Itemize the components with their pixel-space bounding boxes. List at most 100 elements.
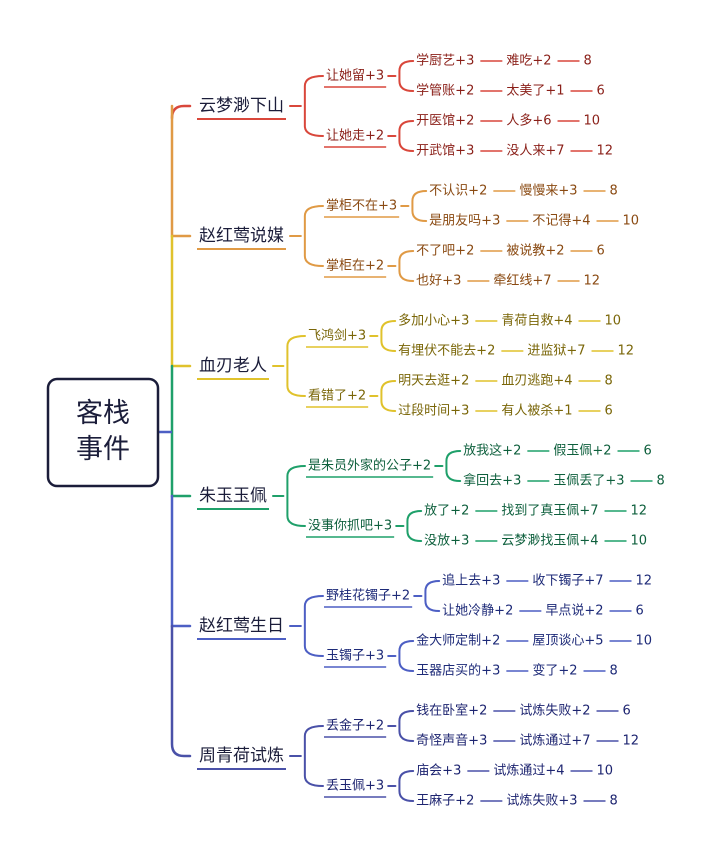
choice-label: 学厨艺+3 xyxy=(416,53,474,69)
score-value: 6 xyxy=(597,244,605,259)
choice-label: 多加小心+3 xyxy=(398,313,469,329)
sub-option-bracket xyxy=(387,250,415,282)
choice-label: 不认识+2 xyxy=(429,184,487,199)
choice-label: 过段时间+3 xyxy=(398,404,469,419)
outcome-label: 没人来+7 xyxy=(506,144,564,159)
outcome-label: 变了+2 xyxy=(532,663,577,679)
outcome-label: 进监狱+7 xyxy=(527,344,585,359)
choice-label: 奇怪声音+3 xyxy=(416,733,487,749)
branch-connector xyxy=(170,624,192,758)
choice-label: 放我这+2 xyxy=(463,443,521,459)
choice-label: 追上去+3 xyxy=(442,573,500,589)
sub-option-label: 野桂花镯子+2 xyxy=(326,588,410,604)
choice-label: 拿回去+3 xyxy=(463,473,521,489)
outcome-label: 早点说+2 xyxy=(545,604,603,619)
score-value: 8 xyxy=(610,184,618,199)
score-value: 6 xyxy=(644,444,652,459)
branch-label: 赵红莺生日 xyxy=(199,616,284,636)
sub-option-bracket xyxy=(387,60,415,92)
sub-option-label: 飞鸿剑+3 xyxy=(308,328,366,344)
outcome-label: 人多+6 xyxy=(506,113,551,129)
sub-option-label: 丢金子+2 xyxy=(326,718,384,734)
score-value: 10 xyxy=(584,114,601,129)
choice-label: 让她冷静+2 xyxy=(442,604,513,619)
score-value: 6 xyxy=(597,84,605,99)
outcome-label: 被说教+2 xyxy=(506,243,564,259)
choice-label: 没放+3 xyxy=(424,534,469,549)
choice-label: 学管账+2 xyxy=(416,83,474,99)
branch-connector xyxy=(170,494,192,628)
choice-label: 王麻子+2 xyxy=(416,794,474,809)
branch-connector xyxy=(170,104,192,238)
sub-option-label: 掌柜在+2 xyxy=(326,259,384,274)
branch-bracket xyxy=(289,725,324,787)
sub-option-bracket xyxy=(387,710,415,742)
branch-bracket xyxy=(272,335,306,397)
branch-label: 周青荷试炼 xyxy=(199,746,284,766)
root-node-line2: 事件 xyxy=(76,434,130,465)
sub-option-bracket xyxy=(369,380,397,412)
choice-label: 是朋友吗+3 xyxy=(429,213,500,229)
outcome-label: 不记得+4 xyxy=(532,213,590,229)
score-value: 10 xyxy=(631,534,648,549)
branch-bracket xyxy=(272,465,306,527)
sub-option-bracket xyxy=(400,190,428,222)
branch-connector xyxy=(170,234,192,368)
score-value: 12 xyxy=(618,344,635,359)
outcome-label: 云梦渺找玉佩+4 xyxy=(501,534,598,549)
outcome-label: 收下镯子+7 xyxy=(532,574,603,589)
score-value: 12 xyxy=(636,574,653,589)
choice-label: 也好+3 xyxy=(416,274,461,289)
choice-label: 玉器店买的+3 xyxy=(416,663,500,679)
sub-option-bracket xyxy=(395,510,423,542)
score-value: 12 xyxy=(584,274,601,289)
score-value: 10 xyxy=(605,314,622,329)
outcome-label: 太美了+1 xyxy=(506,84,564,99)
sub-option-label: 玉镯子+3 xyxy=(326,649,384,664)
sub-option-label: 是朱员外家的公子+2 xyxy=(308,458,431,474)
sub-option-bracket xyxy=(369,320,397,352)
score-value: 10 xyxy=(636,634,653,649)
outcome-label: 假玉佩+2 xyxy=(553,444,611,459)
choice-label: 放了+2 xyxy=(424,504,469,519)
sub-option-bracket xyxy=(434,450,462,482)
outcome-label: 血刃逃跑+4 xyxy=(501,374,572,389)
choice-label: 有埋伏不能去+2 xyxy=(398,344,495,359)
score-value: 6 xyxy=(605,404,613,419)
branch-label: 云梦渺下山 xyxy=(199,96,284,116)
choice-label: 明天去逛+2 xyxy=(398,374,469,389)
branch-bracket xyxy=(289,75,324,137)
branch-bracket xyxy=(289,595,324,657)
score-value: 8 xyxy=(610,664,618,679)
sub-option-label: 看错了+2 xyxy=(308,388,366,404)
outcome-label: 青荷自救+4 xyxy=(501,313,572,329)
branch-label: 赵红莺说媒 xyxy=(199,226,284,246)
branch-label: 朱玉玉佩 xyxy=(199,486,267,506)
sub-option-bracket xyxy=(413,580,441,612)
outcome-label: 牵红线+7 xyxy=(493,273,551,289)
sub-option-label: 让她留+3 xyxy=(326,69,384,84)
score-value: 10 xyxy=(623,214,640,229)
score-value: 6 xyxy=(636,604,644,619)
score-value: 8 xyxy=(610,794,618,809)
sub-option-bracket xyxy=(387,120,415,152)
sub-option-bracket xyxy=(387,640,415,672)
score-value: 12 xyxy=(597,144,614,159)
score-value: 10 xyxy=(597,764,614,779)
sub-option-label: 丢玉佩+3 xyxy=(326,779,384,794)
score-value: 8 xyxy=(584,54,592,69)
score-value: 12 xyxy=(631,504,648,519)
outcome-label: 找到了真玉佩+7 xyxy=(501,504,598,519)
choice-label: 钱在卧室+2 xyxy=(416,703,487,719)
choice-label: 开武馆+3 xyxy=(416,144,474,159)
choice-label: 庙会+3 xyxy=(416,764,461,779)
score-value: 8 xyxy=(657,474,665,489)
sub-option-label: 让她走+2 xyxy=(326,129,384,144)
outcome-label: 屋顶谈心+5 xyxy=(532,634,603,649)
choice-label: 开医馆+2 xyxy=(416,114,474,129)
root-node-line1: 客栈 xyxy=(76,398,130,429)
sub-option-label: 掌柜不在+3 xyxy=(326,199,397,214)
choice-label: 金大师定制+2 xyxy=(416,633,500,649)
